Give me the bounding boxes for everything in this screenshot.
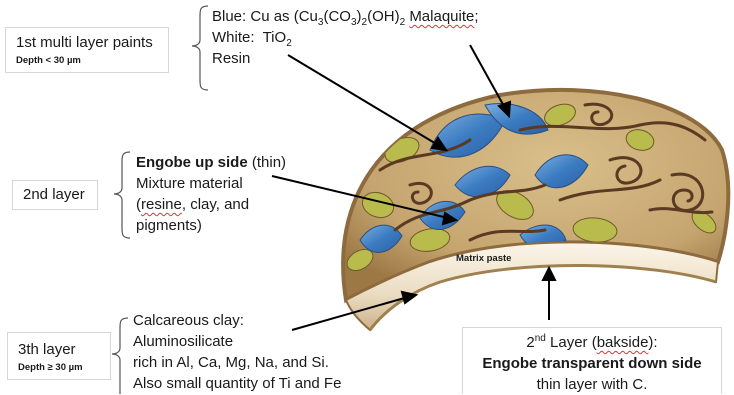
layer2-description: Engobe up side (thin) Mixture material (… xyxy=(136,152,286,236)
layer3-line-3: rich in Al, Ca, Mg, Na, and Si. xyxy=(133,352,341,373)
layer1-blue-line: Blue: Cu as (Cu3(CO3)2(OH)2 Malaquite; xyxy=(212,6,479,27)
backside-carbon-line: thin layer with C. xyxy=(473,374,711,395)
layer1-depth: Depth < 30 µm xyxy=(16,55,158,67)
layer1-label-box: 1st multi layer paints Depth < 30 µm xyxy=(5,27,169,73)
layer2-pigments-line: pigments) xyxy=(136,215,286,236)
backside-title: 2nd Layer (bakside): xyxy=(473,332,711,353)
layer1-description: Blue: Cu as (Cu3(CO3)2(OH)2 Malaquite; W… xyxy=(212,6,479,69)
layer3-depth: Depth ≥ 30 µm xyxy=(18,362,100,374)
layer3-label-box: 3th layer Depth ≥ 30 µm xyxy=(7,332,111,380)
layer3-line-4: Also small quantity of Ti and Fe xyxy=(133,373,341,394)
layer3-line-1: Calcareous clay: xyxy=(133,310,341,331)
layer3-description: Calcareous clay: Aluminosilicate rich in… xyxy=(133,310,341,394)
arrowhead-backside xyxy=(543,268,555,280)
malaquite-word: Malaquite xyxy=(409,8,474,25)
matrix-paste-label: Matrix paste xyxy=(456,253,511,264)
layer3-line-2: Aluminosilicate xyxy=(133,331,341,352)
bracket-layer3 xyxy=(112,318,128,394)
layer3-title: 3th layer xyxy=(18,341,100,359)
layer1-resin-line: Resin xyxy=(212,48,479,69)
bracket-layer2 xyxy=(114,152,130,238)
layer2-engobe-line: Engobe up side (thin) xyxy=(136,152,286,173)
plate-illustration xyxy=(343,90,728,330)
layer1-title: 1st multi layer paints xyxy=(16,34,158,52)
layer2-mixture-line: Mixture material xyxy=(136,173,286,194)
layer1-white-line: White: TiO2 xyxy=(212,27,479,48)
layer2-label-box: 2nd layer xyxy=(12,180,98,210)
backside-engobe-line: Engobe transparent down side xyxy=(473,353,711,374)
backside-label-box: 2nd Layer (bakside): Engobe transparent … xyxy=(462,327,722,394)
layer2-resine-line: (resine, clay, and xyxy=(136,194,286,215)
layer2-title: 2nd layer xyxy=(23,186,87,204)
bracket-layer1 xyxy=(192,6,208,90)
arrowhead-clay xyxy=(402,292,416,303)
